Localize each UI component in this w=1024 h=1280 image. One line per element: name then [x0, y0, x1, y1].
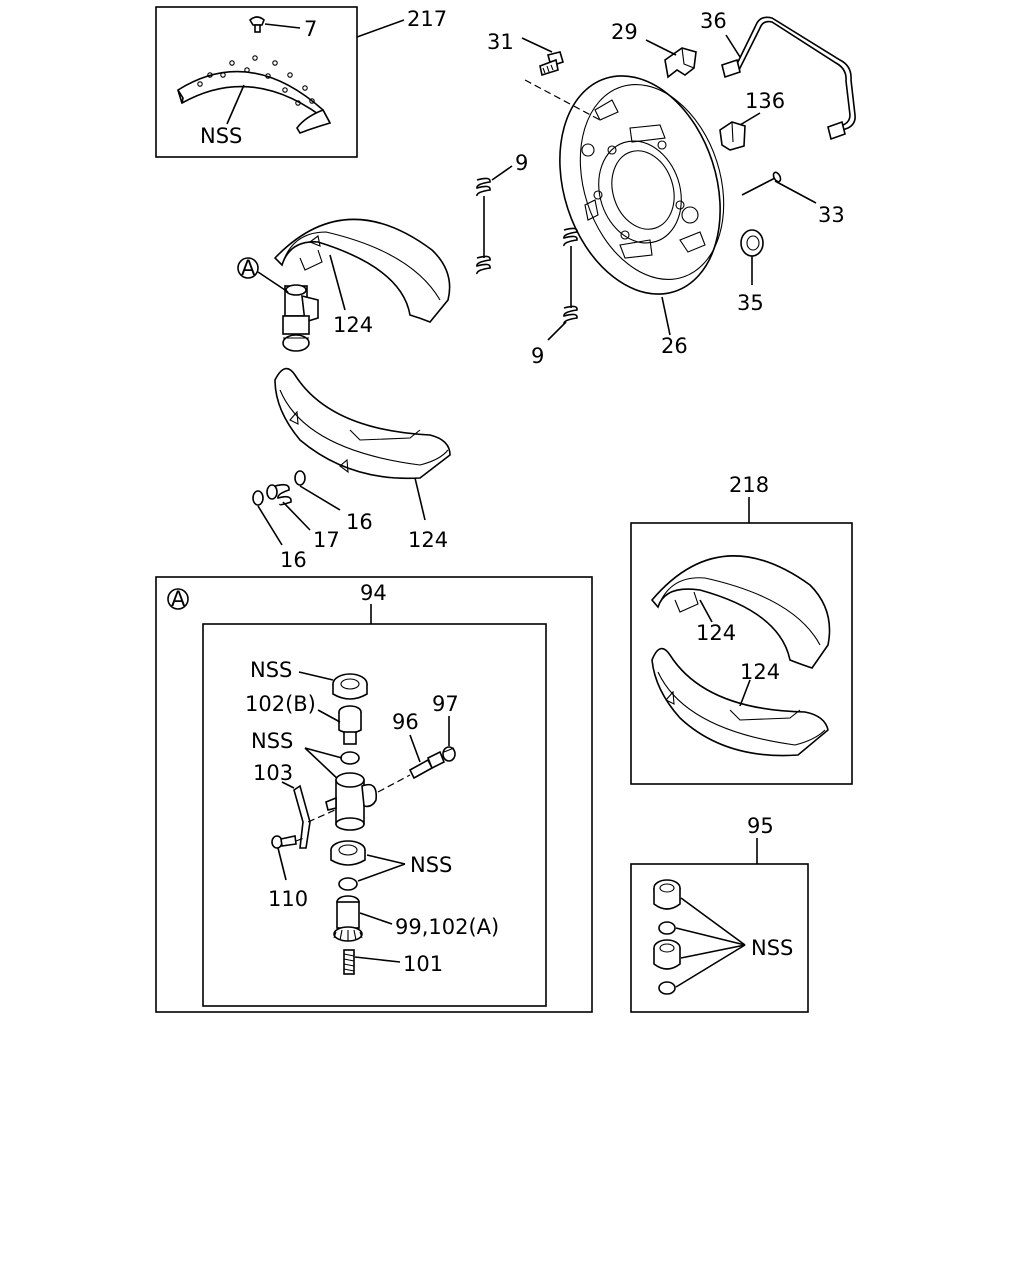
label-124-lower: 124: [408, 528, 448, 552]
inset-a-group: A 94 NSS 102(B) NSS: [155, 576, 593, 1013]
return-spring-9-lower: [563, 227, 578, 325]
label-36: 36: [700, 9, 727, 33]
label-124-kit-upper: 124: [696, 621, 736, 645]
label-218: 218: [729, 473, 769, 497]
kit-94-box: [202, 623, 547, 1007]
return-spring-9-upper: [476, 177, 491, 275]
cylinder-body: [325, 772, 378, 831]
kit-218-box: [630, 522, 853, 785]
bleeder-cap-97: [442, 746, 456, 762]
bleeder-screw-96: [408, 750, 446, 780]
kit-217-group: 217 7 NSS: [155, 6, 447, 158]
kit-95-group: 95 NSS: [630, 814, 809, 1013]
adjuster-99-102a: [333, 895, 363, 942]
label-16-left: 16: [280, 548, 307, 572]
label-96: 96: [392, 710, 419, 734]
label-nss-1: NSS: [250, 658, 292, 682]
brake-shoe-upper: [273, 218, 451, 323]
pin-33: [741, 171, 782, 196]
piston-102b: [338, 705, 362, 745]
kit-95-box: [630, 863, 809, 1013]
plate-103: [293, 784, 311, 849]
label-16-right: 16: [346, 510, 373, 534]
label-97: 97: [432, 692, 459, 716]
label-102b: 102(B): [245, 692, 316, 716]
seal-kit-parts: [653, 879, 681, 995]
label-9-upper: 9: [515, 151, 528, 175]
label-26: 26: [661, 334, 688, 358]
label-33: 33: [818, 203, 845, 227]
brake-pipe-36: [721, 16, 856, 141]
label-nss-3: NSS: [410, 853, 452, 877]
brake-shoe-lower: [274, 367, 451, 480]
label-17: 17: [313, 528, 340, 552]
label-35: 35: [737, 291, 764, 315]
rivet-7: [248, 16, 265, 33]
label-124-upper: 124: [333, 313, 373, 337]
seal-ring-lower: [338, 877, 358, 891]
seal-ring-upper: [340, 751, 360, 765]
backing-plate-26: [559, 75, 725, 295]
bolt-110: [271, 835, 297, 849]
label-99-102a: 99,102(A): [395, 915, 499, 939]
label-101: 101: [403, 952, 443, 976]
label-110: 110: [268, 887, 308, 911]
brake-lining-illustration: [177, 55, 332, 134]
boot-cup-lower: [330, 840, 366, 866]
label-9-lower: 9: [531, 344, 544, 368]
inset-a-outer-box: [155, 576, 593, 1013]
label-103: 103: [253, 761, 293, 785]
bolt-31: [539, 51, 564, 77]
label-124-kit-lower: 124: [740, 660, 780, 684]
clip-29: [664, 47, 697, 79]
label-nss-2: NSS: [251, 729, 293, 753]
label-31: 31: [487, 30, 514, 54]
clip-136: [719, 121, 746, 151]
label-95: 95: [747, 814, 774, 838]
label-136: 136: [745, 89, 785, 113]
label-217: 217: [407, 7, 447, 31]
plug-35: [740, 229, 764, 257]
wheel-cylinder-assembly: [282, 284, 319, 352]
label-29: 29: [611, 20, 638, 44]
kit-218-group: 218 124 124: [630, 473, 853, 785]
kit-217-box: [155, 6, 358, 158]
label-inset-a: A: [171, 587, 186, 611]
adjuster-parts: [252, 470, 306, 506]
label-nss-95: NSS: [751, 936, 793, 960]
label-nss-217: NSS: [200, 124, 242, 148]
callout-a-circle: [237, 257, 259, 279]
label-94: 94: [360, 581, 387, 605]
adjusting-screw-101: [343, 949, 355, 975]
label-a-callout: A: [241, 256, 256, 280]
label-7: 7: [304, 17, 317, 41]
boot-cup-top: [332, 673, 368, 700]
